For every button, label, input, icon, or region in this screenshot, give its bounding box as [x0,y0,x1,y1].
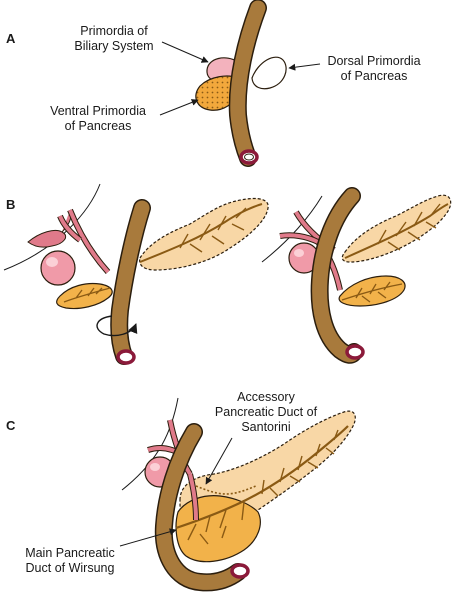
dorsal-pancreas-b2 [341,194,452,263]
outline-curve-b2 [261,195,323,263]
dorsal-primordium-shape [251,56,287,90]
ventral-pancreas-b1 [56,282,113,310]
panel-letter-c: C [6,418,16,433]
accessory-duct-c [195,485,257,495]
panel-c [119,397,356,592]
label-dorsal-primordia: Dorsal Primordia of Pancreas [327,54,421,83]
label-accessory-duct: Accessory Pancreatic Duct of Santorini [214,390,318,434]
label-ventral-primordia: Ventral Primordia of Pancreas [50,104,146,133]
main-duct-c [175,425,349,530]
outline-curve-c [121,397,179,491]
rotation-arrow [96,315,138,337]
panel-a [159,0,321,167]
pancreas-head-c [175,495,261,563]
panel-letter-a: A [6,31,16,46]
label-main-duct: Main Pancreatic Duct of Wirsung [25,546,115,575]
gallbladder-b1 [40,250,76,286]
panel-b-left [3,183,269,365]
panel-b-right [261,187,452,364]
label-biliary-primordia: Primordia of Biliary System [74,24,154,53]
panel-letter-b: B [6,197,16,212]
